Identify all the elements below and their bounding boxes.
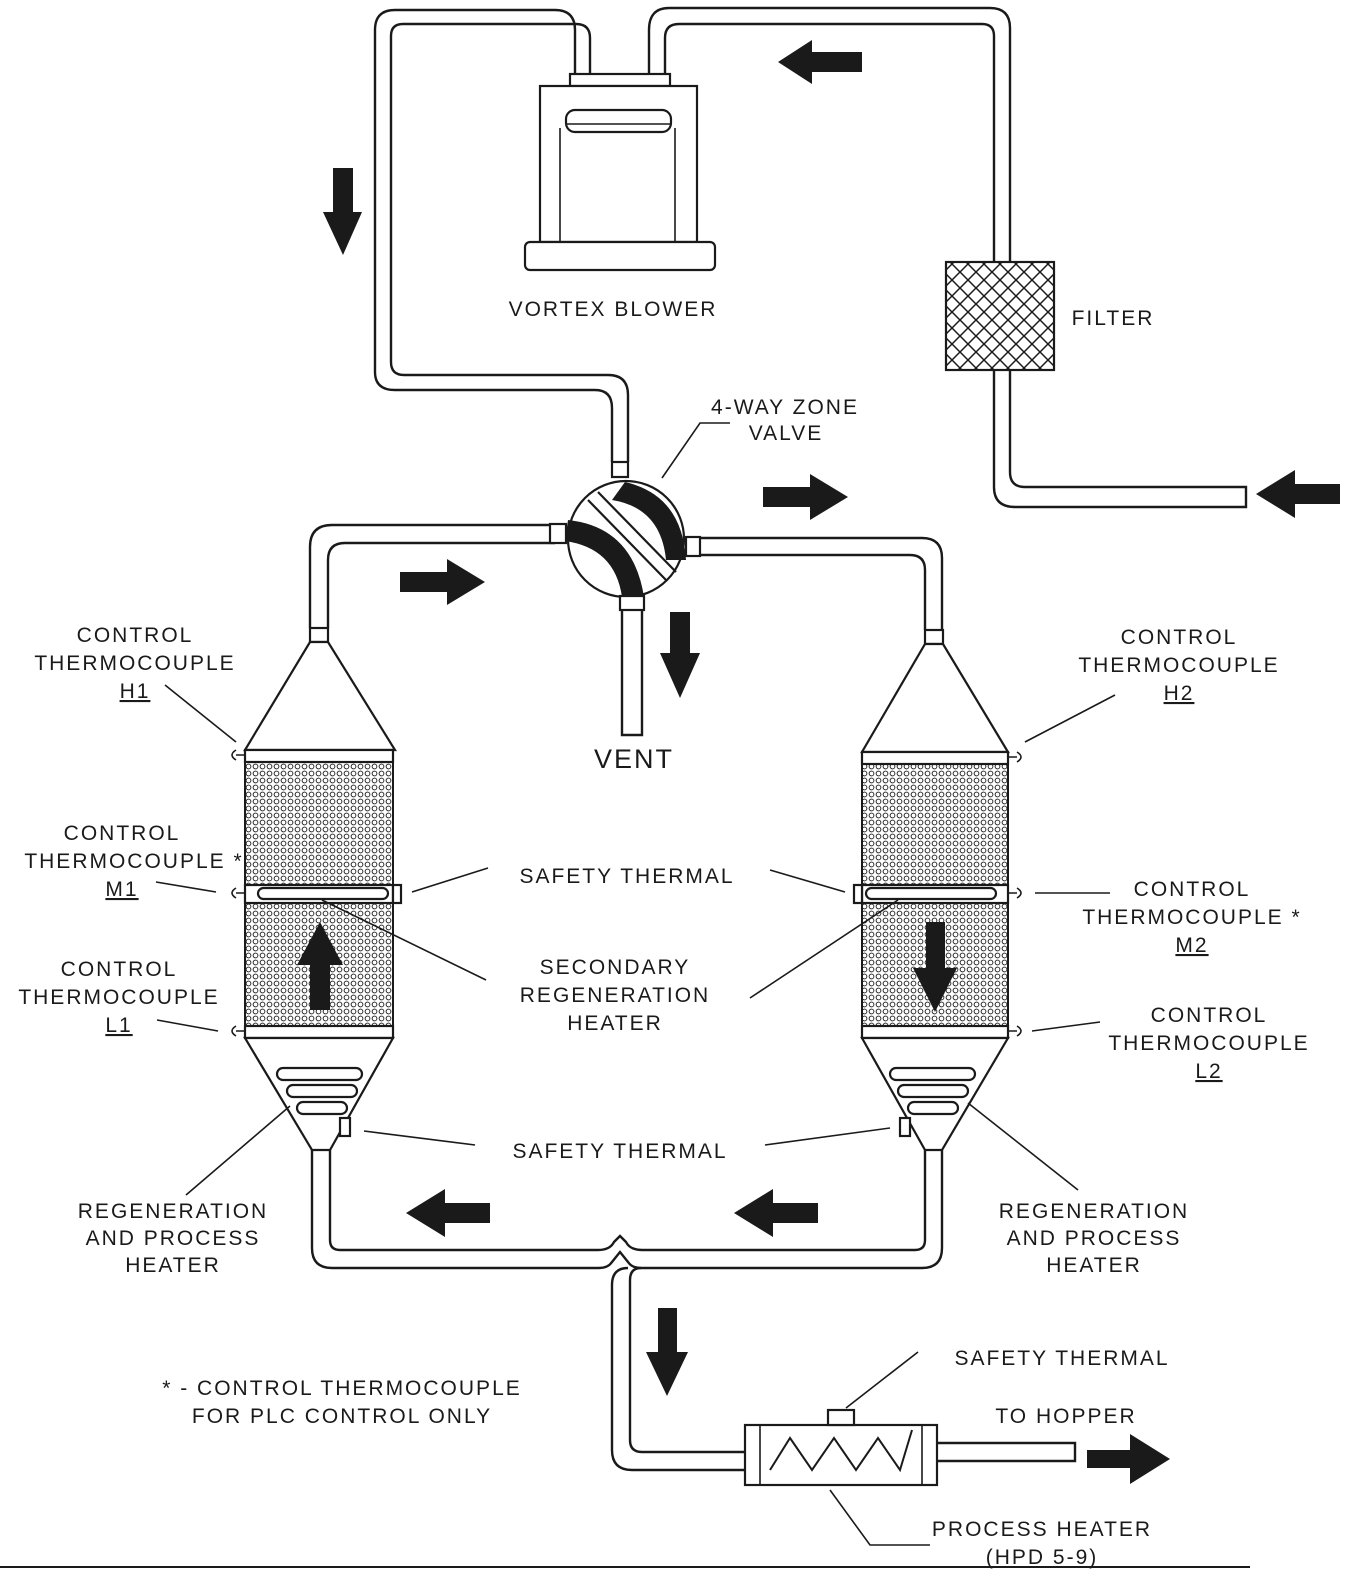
flow-arrow-icon	[646, 1308, 688, 1396]
flow-arrow-icon	[400, 559, 485, 605]
regen-heater-right-label: HEATER	[1046, 1254, 1142, 1277]
thermocouple-h1-id: H1	[120, 680, 151, 703]
regen-heater-right-label: REGENERATION	[999, 1200, 1189, 1223]
thermocouple-l2-label: THERMOCOUPLE	[1108, 1032, 1309, 1055]
callout-leaders	[155, 422, 1116, 1546]
flow-arrow-icon	[406, 1189, 490, 1237]
footnote: * - CONTROL THERMOCOUPLE	[162, 1377, 522, 1400]
vortex-blower	[523, 72, 717, 272]
footnote: FOR PLC CONTROL ONLY	[192, 1405, 492, 1428]
piping	[308, 6, 1248, 1472]
flow-arrow-icon	[913, 922, 957, 1012]
zone-valve-label: VALVE	[749, 422, 824, 445]
secondary-heater-label: HEATER	[567, 1012, 663, 1035]
thermocouple-l2-label: CONTROL	[1151, 1004, 1268, 1027]
process-heater-label: (HPD 5-9)	[986, 1546, 1099, 1569]
vent-label: VENT	[594, 744, 674, 774]
thermocouple-l1-label: CONTROL	[61, 958, 178, 981]
filter-label: FILTER	[1072, 307, 1155, 330]
thermocouple-h2-label: THERMOCOUPLE	[1078, 654, 1279, 677]
secondary-heater-label: REGENERATION	[520, 984, 710, 1007]
right-desiccant-column	[852, 628, 1022, 1152]
thermocouple-m1-label: THERMOCOUPLE *	[24, 850, 243, 873]
flow-arrow-icon	[297, 922, 343, 1010]
flow-arrow-icon	[1256, 470, 1340, 518]
flow-arrows	[297, 40, 1340, 1484]
thermocouple-h1-label: THERMOCOUPLE	[34, 652, 235, 675]
thermocouple-h2-label: CONTROL	[1121, 626, 1238, 649]
flow-arrow-icon	[763, 474, 848, 520]
thermocouple-h2-id: H2	[1164, 682, 1195, 705]
regen-heater-right-label: AND PROCESS	[1007, 1227, 1182, 1250]
left-desiccant-column	[231, 626, 403, 1152]
thermocouple-l1-id: L1	[105, 1014, 132, 1037]
safety-thermal-label: SAFETY THERMAL	[519, 865, 734, 888]
thermocouple-m2-label: THERMOCOUPLE *	[1082, 906, 1301, 929]
thermocouple-l1-label: THERMOCOUPLE	[18, 986, 219, 1009]
flow-arrow-icon	[323, 168, 362, 255]
flow-arrow-icon	[734, 1189, 818, 1237]
regen-heater-left-label: REGENERATION	[78, 1200, 268, 1223]
flow-arrow-icon	[660, 612, 700, 698]
safety-thermal-label: SAFETY THERMAL	[512, 1140, 727, 1163]
thermocouple-h1-label: CONTROL	[77, 624, 194, 647]
zone-valve-label: 4-WAY ZONE	[711, 396, 859, 419]
flow-arrow-icon	[1087, 1434, 1170, 1484]
filter	[944, 260, 1056, 372]
secondary-heater-label: SECONDARY	[540, 956, 691, 979]
safety-thermal-label: SAFETY THERMAL	[954, 1347, 1169, 1370]
process-heater-label: PROCESS HEATER	[932, 1518, 1152, 1541]
vortex-blower-label: VORTEX BLOWER	[509, 298, 718, 321]
zone-valve	[548, 460, 702, 612]
regen-heater-left-label: HEATER	[125, 1254, 221, 1277]
thermocouple-m2-label: CONTROL	[1134, 878, 1251, 901]
text-labels: VORTEX BLOWER FILTER 4-WAY ZONE VALVE VE…	[18, 298, 1309, 1569]
process-heater	[743, 1408, 939, 1487]
to-hopper-label: TO HOPPER	[995, 1405, 1136, 1428]
thermocouple-m2-id: M2	[1175, 934, 1208, 957]
thermocouple-m1-label: CONTROL	[64, 822, 181, 845]
regen-heater-left-label: AND PROCESS	[86, 1227, 261, 1250]
thermocouple-l2-id: L2	[1195, 1060, 1222, 1083]
flow-arrow-icon	[778, 40, 862, 84]
thermocouple-m1-id: M1	[105, 878, 138, 901]
